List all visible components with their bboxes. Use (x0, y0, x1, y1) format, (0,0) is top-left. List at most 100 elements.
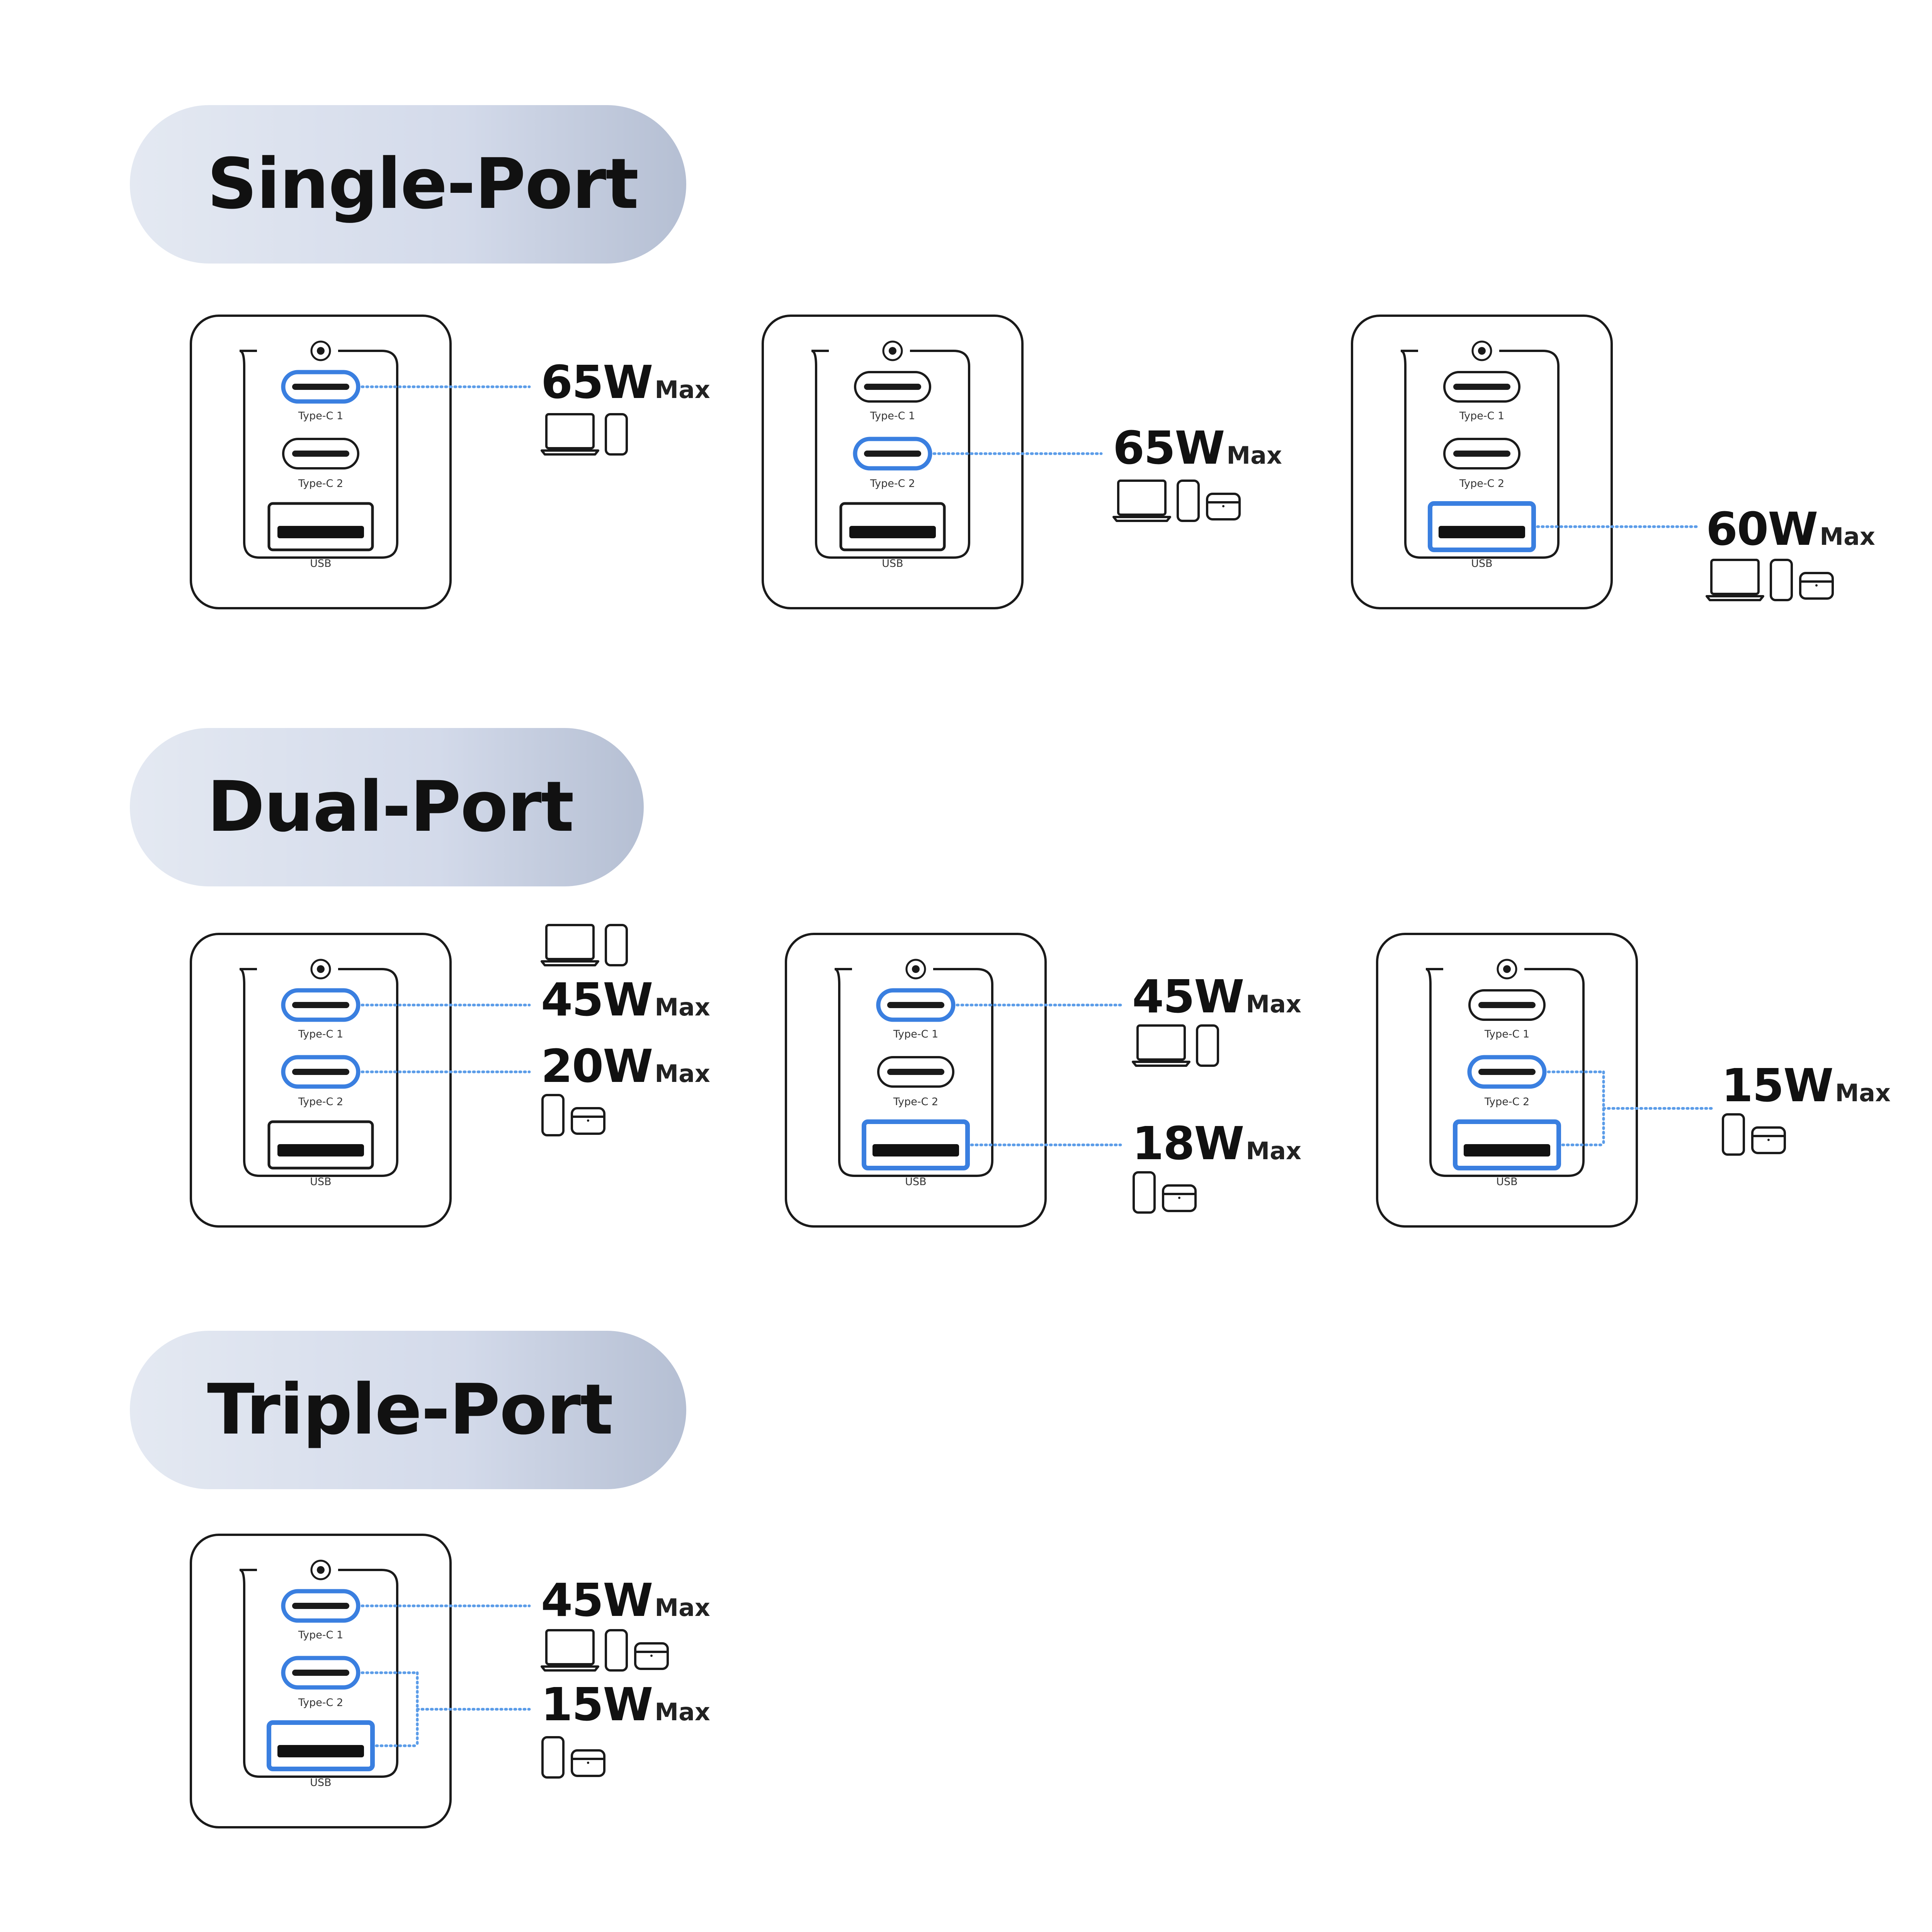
phone-icon (1177, 480, 1200, 522)
phone-icon (1133, 1171, 1156, 1214)
earbuds-icon (1751, 1126, 1786, 1154)
earbuds-icon (571, 1107, 605, 1135)
earbuds-icon (634, 1642, 669, 1670)
usb-port (267, 1720, 375, 1771)
wattage-value: 15W (1721, 1059, 1833, 1112)
type-c-1-port (281, 1589, 361, 1623)
max-suffix: Max (655, 376, 710, 404)
brand-logo-icon (882, 340, 903, 361)
section-header-single-port: Single-Port (130, 105, 686, 264)
type-c-1-label: Type-C 1 (870, 410, 915, 422)
earbuds-icon (1206, 493, 1241, 520)
usb-label: USB (1496, 1176, 1518, 1188)
max-suffix: Max (1226, 441, 1282, 469)
brand-logo-icon (1471, 340, 1492, 361)
wattage-label: 60WMax (1706, 506, 1875, 552)
usb-port (862, 1119, 970, 1170)
type-c-1-label: Type-C 1 (298, 1028, 344, 1040)
usb-port (1453, 1119, 1561, 1170)
type-c-1-label: Type-C 1 (298, 410, 344, 422)
type-c-2-label: Type-C 2 (893, 1096, 939, 1108)
usb-port (839, 502, 946, 551)
phone-icon (541, 1736, 565, 1779)
type-c-2-label: Type-C 2 (298, 1697, 344, 1709)
max-suffix: Max (1835, 1079, 1891, 1107)
wattage-label: 65WMax (1113, 425, 1282, 471)
type-c-2-port (1467, 1055, 1547, 1089)
phone-icon (1770, 559, 1793, 601)
wattage-label: 20WMax (541, 1043, 710, 1089)
max-suffix: Max (1820, 522, 1875, 551)
laptop-icon (1132, 1024, 1190, 1067)
usb-port (267, 1120, 374, 1170)
earbuds-icon (571, 1749, 605, 1777)
wattage-value: 45W (1132, 970, 1244, 1023)
device-icons (541, 924, 628, 966)
wattage-value: 45W (541, 1573, 653, 1627)
usb-label: USB (905, 1176, 927, 1188)
type-c-1-label: Type-C 1 (1484, 1028, 1530, 1040)
charger-diagram-4: Type-C 1 Type-C 2 USB (189, 932, 452, 1228)
type-c-1-port (854, 371, 931, 403)
wattage-value: 60W (1706, 502, 1818, 556)
max-suffix: Max (655, 1594, 710, 1622)
usb-label: USB (882, 558, 903, 570)
type-c-1-label: Type-C 1 (1459, 410, 1505, 422)
wattage-label: 15WMax (1721, 1063, 1891, 1108)
max-suffix: Max (1246, 1137, 1301, 1165)
type-c-2-port (1443, 438, 1520, 469)
brand-logo-icon (310, 340, 331, 361)
brand-logo-icon (1497, 959, 1517, 980)
type-c-1-label: Type-C 1 (893, 1028, 939, 1040)
type-c-2-label: Type-C 2 (870, 478, 915, 490)
type-c-2-label: Type-C 2 (298, 478, 344, 490)
section-header-triple-port: Triple-Port (130, 1331, 686, 1489)
section-title: Dual-Port (207, 767, 574, 847)
wattage-value: 65W (1113, 421, 1225, 474)
charger-outline (785, 933, 1047, 1228)
earbuds-icon (1799, 572, 1834, 600)
type-c-2-port (853, 437, 932, 471)
usb-port (267, 502, 374, 551)
type-c-2-port (282, 438, 359, 469)
brand-logo-icon (310, 959, 331, 980)
usb-port (1428, 501, 1536, 552)
device-icons (1132, 1024, 1219, 1067)
phone-icon (605, 1629, 628, 1672)
type-c-1-port (876, 988, 956, 1022)
charger-outline (1351, 315, 1613, 609)
type-c-1-port (281, 370, 361, 404)
usb-label: USB (1471, 558, 1493, 570)
type-c-1-label: Type-C 1 (298, 1629, 344, 1641)
phone-icon (605, 413, 628, 456)
max-suffix: Max (655, 1060, 710, 1088)
device-icons (541, 1736, 605, 1779)
type-c-1-port (1468, 989, 1546, 1021)
device-icons (1706, 559, 1834, 601)
charger-diagram-2: Type-C 1 Type-C 2 USB (761, 314, 1024, 610)
wattage-value: 18W (1132, 1117, 1244, 1170)
usb-label: USB (310, 558, 332, 570)
device-icons (541, 1629, 669, 1672)
type-c-2-label: Type-C 2 (298, 1096, 344, 1108)
charger-diagram-7: Type-C 1 Type-C 2 USB (189, 1533, 452, 1829)
laptop-icon (1706, 559, 1764, 601)
phone-icon (605, 924, 628, 966)
device-icons (1112, 480, 1241, 522)
wattage-value: 20W (541, 1039, 653, 1093)
type-c-2-port (281, 1055, 361, 1089)
laptop-icon (1112, 480, 1171, 522)
type-c-1-port (1443, 371, 1520, 403)
wattage-value: 15W (541, 1678, 653, 1731)
max-suffix: Max (655, 1698, 710, 1726)
wattage-label: 45WMax (541, 977, 710, 1022)
charger-outline (190, 1534, 452, 1828)
type-c-2-label: Type-C 2 (1484, 1096, 1530, 1108)
usb-label: USB (310, 1176, 332, 1188)
wattage-label: 65WMax (541, 359, 710, 405)
